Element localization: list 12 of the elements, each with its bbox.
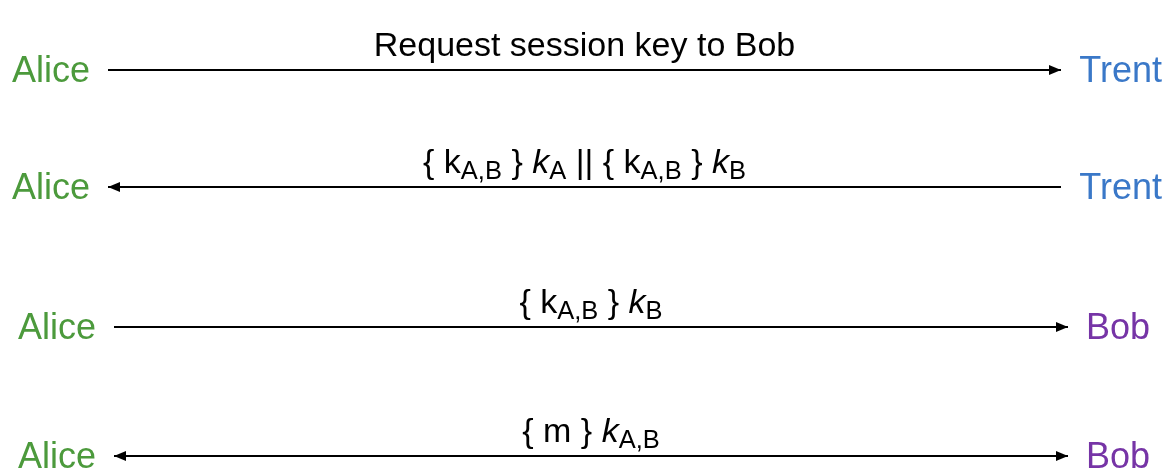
- participant-name: Alice: [18, 436, 97, 476]
- arrow: [107, 182, 1062, 192]
- participant-name: Bob: [1085, 307, 1150, 347]
- participant-name: Alice: [12, 167, 91, 207]
- participant-name: Bob: [1085, 436, 1150, 476]
- participant-name: Trent: [1079, 167, 1162, 207]
- arrow: [107, 65, 1062, 75]
- participant-name: Trent: [1079, 50, 1162, 90]
- arrow: [113, 451, 1069, 461]
- participant-name: Alice: [18, 307, 97, 347]
- participant-name: Alice: [12, 50, 91, 90]
- arrow: [113, 322, 1069, 332]
